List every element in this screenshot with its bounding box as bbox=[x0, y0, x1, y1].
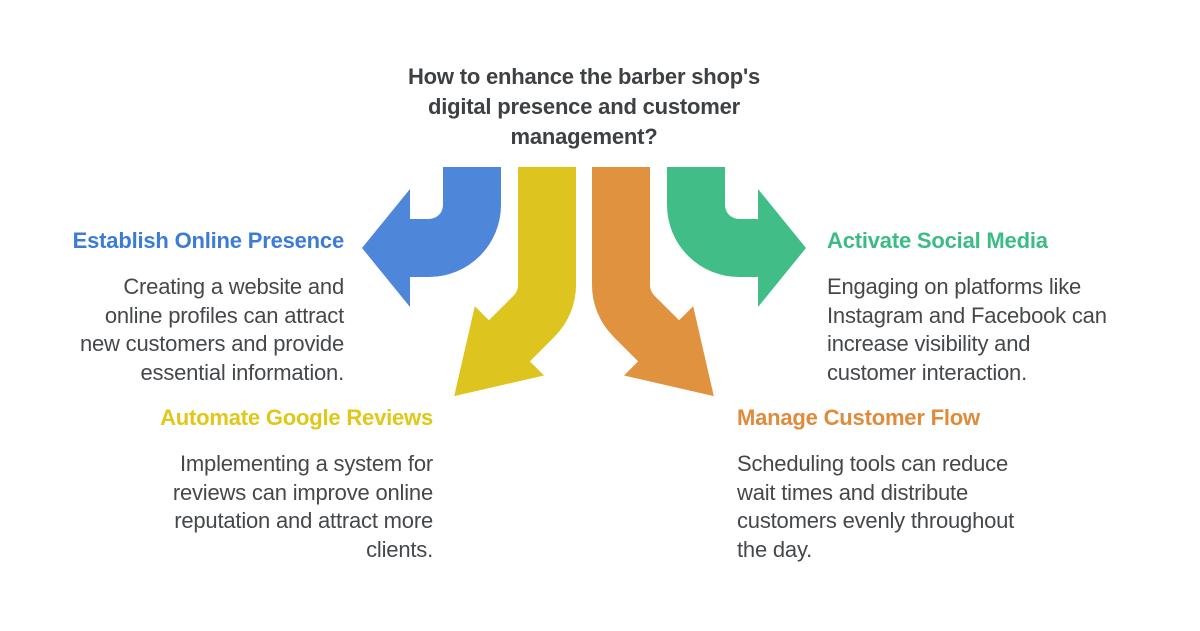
section-heading: Establish Online Presence bbox=[72, 228, 345, 253]
section-automate-google-reviews: Automate Google Reviews Implementing a s… bbox=[93, 405, 433, 564]
section-body: Engaging on platforms like Instagram and… bbox=[827, 274, 1107, 385]
curved-arrow-left-icon bbox=[362, 167, 501, 307]
curved-arrow-right-icon bbox=[667, 167, 806, 307]
section-heading: Manage Customer Flow bbox=[737, 405, 980, 430]
section-heading: Activate Social Media bbox=[827, 228, 1048, 253]
section-body: Scheduling tools can reduce wait times a… bbox=[737, 451, 1015, 562]
section-manage-customer-flow: Manage Customer Flow Scheduling tools ca… bbox=[737, 405, 1077, 564]
section-body: Creating a website and online profiles c… bbox=[79, 274, 344, 385]
curved-arrow-down-left-icon bbox=[454, 167, 576, 397]
section-heading: Automate Google Reviews bbox=[160, 405, 433, 430]
section-activate-social-media: Activate Social Media Engaging on platfo… bbox=[827, 228, 1167, 387]
page-title: How to enhance the barber shop's digital… bbox=[407, 64, 761, 149]
section-establish-online-presence: Establish Online Presence Creating a web… bbox=[4, 228, 345, 387]
section-body: Implementing a system for reviews can im… bbox=[172, 451, 433, 562]
curved-arrow-down-right-icon bbox=[592, 167, 714, 397]
